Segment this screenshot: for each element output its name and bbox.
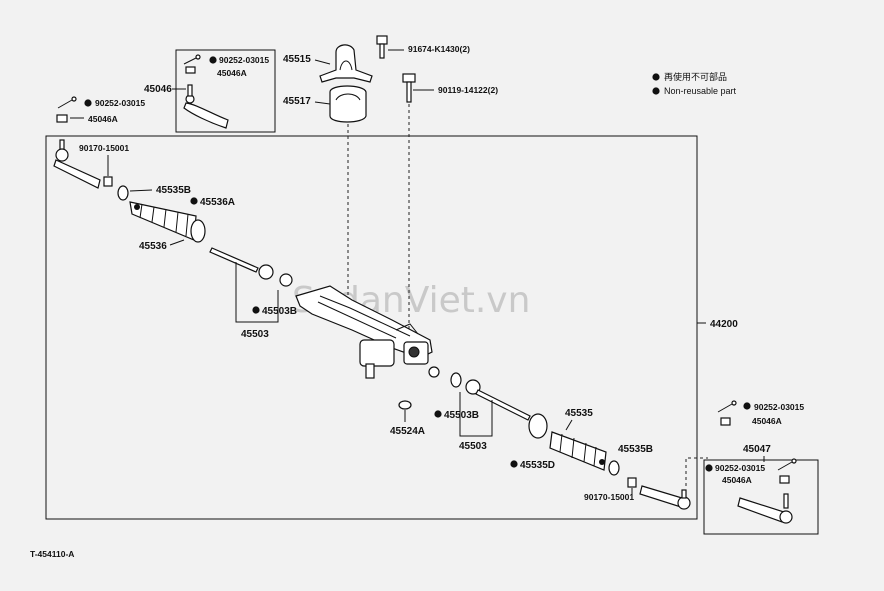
label-45515: 45515 <box>283 54 311 65</box>
nut-icon <box>779 475 790 484</box>
boot-45535 <box>549 431 607 471</box>
legend: 再使用不可部品 Non-reusable part <box>652 71 737 96</box>
label-45046A-c: 45046A <box>752 416 782 426</box>
legend-non-reusable: Non-reusable part <box>664 86 737 96</box>
non-reusable-dot-icon <box>209 56 217 64</box>
assembly-frame <box>45 135 698 520</box>
cotter-pin-left <box>57 96 77 109</box>
clip-icon <box>608 460 620 476</box>
label-45503-a: 45503 <box>241 329 269 340</box>
non-reusable-dot-icon <box>434 410 442 418</box>
label-45503B-a: 45503B <box>262 306 297 317</box>
label-45535D: 45535D <box>520 460 555 471</box>
label-45536: 45536 <box>139 241 167 252</box>
non-reusable-dot-icon <box>252 306 260 314</box>
tie-rod-end-upper: 90252-03015 45046A <box>183 54 269 129</box>
non-reusable-dot-icon <box>743 402 751 410</box>
tie-rod-end-lower <box>737 493 793 524</box>
label-45535B-a: 45535B <box>156 185 191 196</box>
nut-icon <box>720 417 731 426</box>
bracket-45515 <box>319 44 373 83</box>
tie-rod-end-right <box>639 485 691 510</box>
label-45046A-b: 45046A <box>88 114 118 124</box>
label-90170-a: 90170-15001 <box>79 143 129 153</box>
tie-rod-right <box>450 372 531 421</box>
legend-jp: 再使用不可部品 <box>664 71 727 82</box>
bolt-91674 <box>376 35 388 59</box>
boot-45536 <box>129 201 197 241</box>
clamp-icon <box>190 219 206 243</box>
label-91674: 91674-K1430(2) <box>408 44 470 54</box>
tie-rod-end-icon <box>183 102 229 129</box>
label-44200: 44200 <box>710 319 738 330</box>
label-90119: 90119-14122(2) <box>438 85 498 95</box>
label-90252-b: 90252-03015 <box>95 98 145 108</box>
label-45046A-d: 45046A <box>722 475 752 485</box>
label-45517: 45517 <box>283 96 311 107</box>
label-90252-a: 90252-03015 <box>219 55 269 65</box>
label-45535: 45535 <box>565 408 593 419</box>
label-45046: 45046 <box>144 84 172 95</box>
label-45047: 45047 <box>743 444 771 455</box>
clip-icon <box>117 185 129 201</box>
nut-icon <box>185 66 196 74</box>
non-reusable-dot-icon <box>84 99 92 107</box>
tie-rod-end-box-left <box>175 49 276 133</box>
tie-rod-left <box>209 247 293 287</box>
label-45503-b: 45503 <box>459 441 487 452</box>
tie-rod-end-box-right <box>703 459 819 535</box>
bolt-90119 <box>402 73 416 103</box>
label-45524A: 45524A <box>390 426 425 437</box>
label-45503B-b: 45503B <box>444 410 479 421</box>
legend-dot-icon <box>652 73 660 81</box>
non-reusable-dot-icon <box>190 197 198 205</box>
clamp-icon <box>528 413 548 439</box>
bushing-45517 <box>329 85 367 123</box>
label-90252-c: 90252-03015 <box>754 402 804 412</box>
label-45046A-a: 45046A <box>217 68 247 78</box>
nut-icon <box>627 477 637 488</box>
nut-icon <box>56 114 68 123</box>
label-45535B-b: 45535B <box>618 444 653 455</box>
label-90252-d: 90252-03015 <box>715 463 765 473</box>
legend-dot-icon <box>652 87 660 95</box>
label-45536A: 45536A <box>200 197 235 208</box>
diagram-code: T-454110-A <box>30 549 74 559</box>
washer-icon <box>398 400 412 410</box>
label-90170-b: 90170-15001 <box>584 492 634 502</box>
tie-rod-end-left <box>53 139 101 189</box>
non-reusable-dot-icon <box>510 460 518 468</box>
cotter-pin-right <box>717 400 737 413</box>
non-reusable-dot-icon <box>705 464 713 472</box>
nut-icon <box>103 176 113 187</box>
rack-housing-44200 <box>295 285 440 379</box>
